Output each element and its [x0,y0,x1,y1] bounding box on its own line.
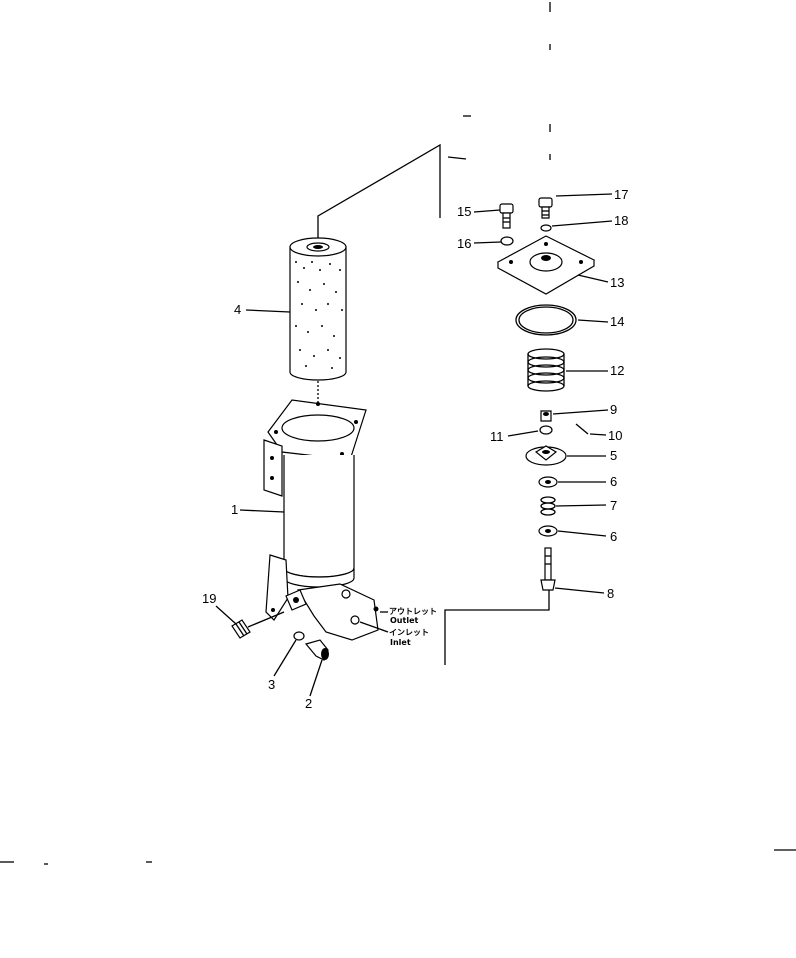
inlet-label-jp: インレット [389,628,429,637]
label-part-1: 1 [231,502,238,517]
outlet-label-jp: アウトレット [389,607,437,616]
label-part-2: 2 [305,696,312,711]
bolt-17 [538,197,553,219]
washer-6a [538,476,558,488]
part-labels: 4 1 19 3 2 15 16 17 18 13 14 12 9 10 11 … [202,187,628,711]
filter-element [289,237,347,381]
label-part-3: 3 [268,677,275,692]
label-part-18: 18 [614,213,628,228]
leader-lines [215,193,613,697]
assembly-guide-lines [317,143,550,665]
washer-6b [538,525,558,537]
label-part-4: 4 [234,302,241,317]
nut-9 [540,410,552,422]
filter-case [263,399,379,641]
label-part-12: 12 [610,363,624,378]
port-labels: アウトレット Outlet インレット Inlet [389,607,437,647]
bolt-2 [304,639,329,661]
label-part-15: 15 [457,204,471,219]
o-ring-14 [515,304,577,336]
label-part-11: 11 [490,429,504,444]
label-part-8: 8 [607,586,614,601]
label-part-6b: 6 [610,529,617,544]
label-part-14: 14 [610,314,624,329]
cover-13 [496,235,596,295]
label-part-10: 10 [608,428,622,443]
valve-5 [525,445,567,466]
washer-18 [540,224,552,232]
washer-11 [539,425,553,435]
bolt-15 [499,203,514,229]
label-part-17: 17 [614,187,628,202]
label-part-6a: 6 [610,474,617,489]
scan-marks [0,2,796,865]
label-part-5: 5 [610,448,617,463]
plug-19 [231,611,285,639]
spring-7 [540,496,556,516]
label-part-7: 7 [610,498,617,513]
label-part-19: 19 [202,591,216,606]
pin-10 [575,423,589,435]
valve-stem-8 [540,547,556,591]
outlet-label-en: Outlet [390,616,418,625]
washer-3 [293,631,305,641]
spring-12 [527,348,565,392]
label-part-16: 16 [457,236,471,251]
washer-16 [500,236,514,246]
inlet-label-en: Inlet [390,638,411,647]
label-part-13: 13 [610,275,624,290]
label-part-9: 9 [610,402,617,417]
